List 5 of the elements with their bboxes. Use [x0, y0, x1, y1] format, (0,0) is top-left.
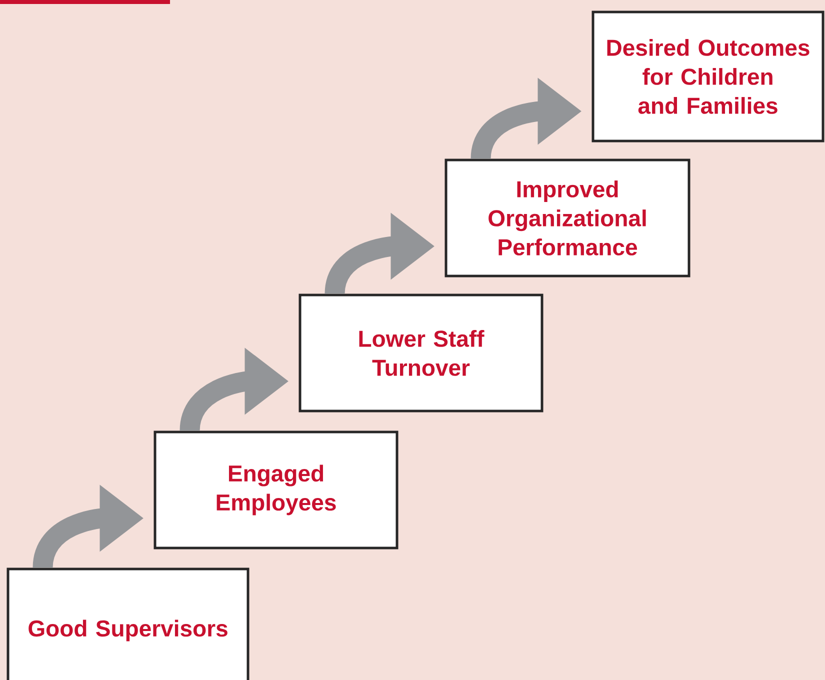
step-box: Engaged Employees: [154, 430, 398, 550]
step-box: Desired Outcomes for Children and Families: [592, 10, 824, 142]
step-box: Lower Staff Turnover: [298, 294, 544, 412]
step-box: Good Supervisors: [6, 568, 250, 680]
step-box: Improved Organizational Performance: [444, 158, 690, 278]
